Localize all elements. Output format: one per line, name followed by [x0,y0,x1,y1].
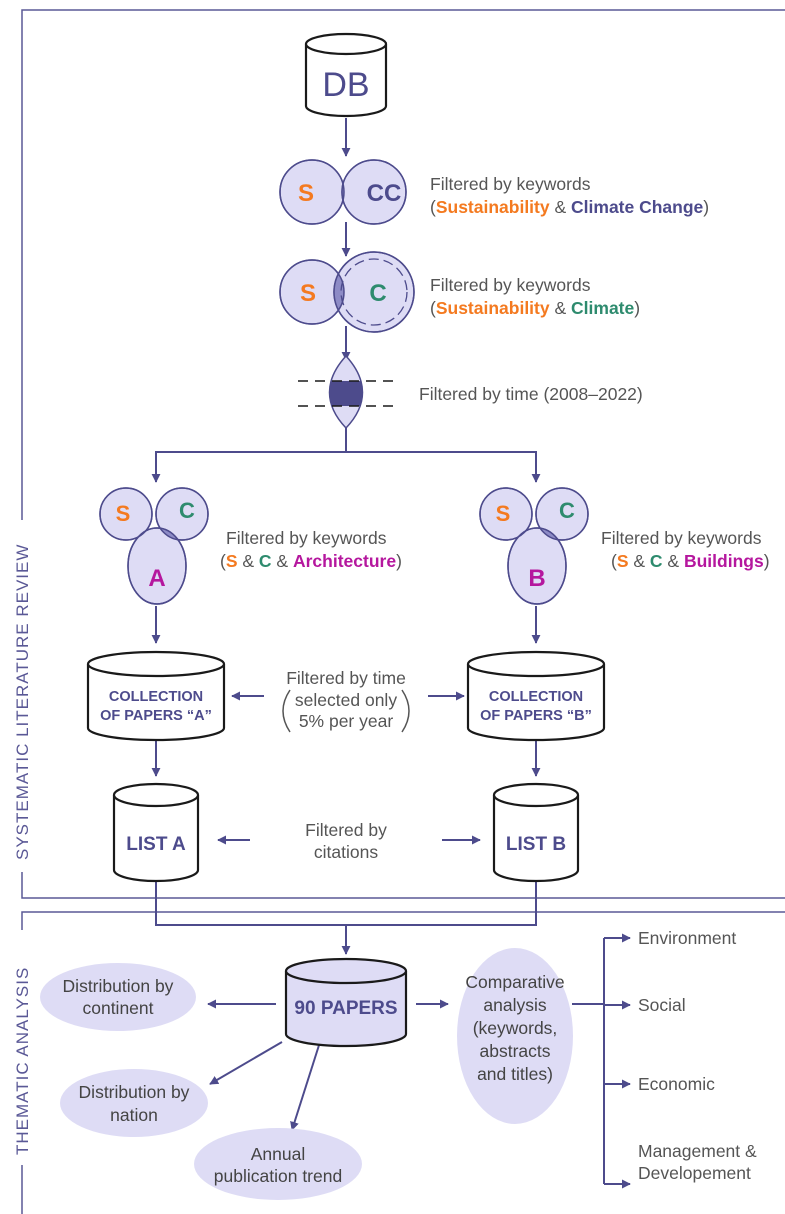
collection-a: COLLECTION OF PAPERS “A” [86,650,226,742]
list-b: LIST B [492,782,580,883]
oval-nation-line2: nation [110,1105,158,1125]
venn-s-c-b: S C B [479,487,589,605]
oval-annual: Annual publication trend [194,1128,362,1200]
step2-line1: Filtered by keywords [430,275,591,295]
list-b-label: LIST B [506,834,566,855]
branch-a-line1: Filtered by keywords [226,528,387,548]
oval-nation: Distribution by nation [60,1069,208,1137]
venn-label-a: A [148,565,165,592]
venn-label-s: S [298,180,314,207]
oval-nation-line1: Distribution by [79,1082,190,1102]
citation-filter-line2: citations [314,842,378,862]
final-papers-db: 90 PAPERS [284,957,408,1048]
theme-economic: Economic [638,1074,715,1094]
theme-list: Environment Social Economic Management &… [638,928,757,1183]
venn-label-cc: CC [367,180,402,207]
step3-caption: Filtered by time (2008–2022) [419,384,643,404]
time-filter-line3: 5% per year [299,711,394,731]
section-label-systematic-review: SYSTEMATIC LITERATURE REVIEW [13,544,32,860]
oval-continent-line2: continent [82,998,153,1018]
venn-s-c: S C [279,251,415,333]
step1-line2: (Sustainability & Climate Change) [430,197,709,217]
oval-comparative-line3: (keywords, [473,1018,558,1038]
venn-label-s: S [496,501,511,526]
oval-comparative-line4: abstracts [480,1041,551,1061]
step1-caption: Filtered by keywords (Sustainability & C… [430,174,709,217]
time-filter-line2: selected only [295,690,397,710]
step2-line2: (Sustainability & Climate) [430,298,640,318]
theme-management-line1: Management & [638,1141,757,1161]
collection-a-line1: COLLECTION [109,689,203,705]
db-label: DB [322,66,369,104]
oval-annual-line2: publication trend [214,1166,342,1186]
time-filter-caption: Filtered by time selected only 5% per ye… [282,668,410,733]
branch-a-caption: Filtered by keywords (S & C & Architectu… [220,528,402,571]
venn-label-s: S [300,280,316,307]
collection-b-line1: COLLECTION [489,689,583,705]
time-filter-lens [298,354,394,430]
oval-comparative-line2: analysis [483,995,546,1015]
citation-filter-caption: Filtered by citations [305,820,387,862]
venn-label-c: C [559,498,575,523]
time-filter-line1: Filtered by time [286,668,406,688]
list-a-label: LIST A [126,834,186,855]
frame-systematic-review [21,9,785,899]
oval-comparative-line1: Comparative [465,972,564,992]
step2-caption: Filtered by keywords (Sustainability & C… [430,275,640,318]
final-papers-label: 90 PAPERS [294,998,397,1019]
venn-label-b: B [528,565,545,592]
citation-filter-line1: Filtered by [305,820,387,840]
venn-label-c: C [369,280,386,307]
theme-environment: Environment [638,928,736,948]
database-db: DB [304,32,388,118]
oval-annual-line1: Annual [251,1144,306,1164]
branch-b-caption: Filtered by keywords (S & C & Buildings) [601,528,770,571]
oval-continent-line1: Distribution by [63,976,174,996]
branch-b-line1: Filtered by keywords [601,528,762,548]
oval-comparative-line5: and titles) [477,1064,553,1084]
oval-continent: Distribution by continent [40,963,196,1031]
collection-a-line2: OF PAPERS “A” [100,708,212,724]
section-label-thematic-analysis: THEMATIC ANALYSIS [13,967,32,1155]
oval-comparative: Comparative analysis (keywords, abstract… [457,948,573,1124]
theme-social: Social [638,995,686,1015]
connectors [151,118,631,1189]
venn-label-c: C [179,498,195,523]
step1-line1: Filtered by keywords [430,174,591,194]
venn-s-c-a: S C A [99,487,209,605]
venn-label-s: S [116,501,131,526]
collection-b: COLLECTION OF PAPERS “B” [466,650,606,742]
list-a: LIST A [112,782,200,883]
branch-a-line2: (S & C & Architecture) [220,551,402,571]
theme-management-line2: Developement [638,1163,751,1183]
collection-b-line2: OF PAPERS “B” [480,708,592,724]
branch-b-line2: (S & C & Buildings) [611,551,770,571]
venn-s-cc: S CC [279,159,407,225]
